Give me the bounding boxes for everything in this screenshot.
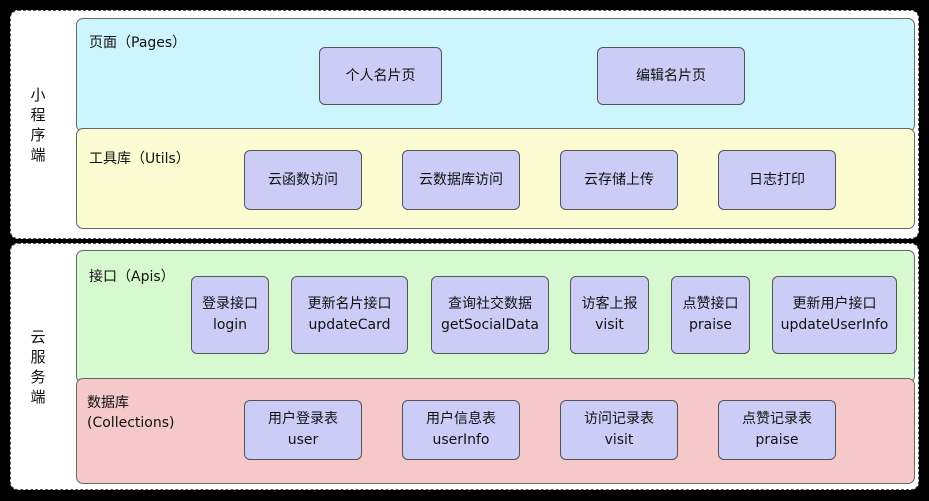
collections-layer-title: 数据库 (Collections) — [87, 395, 175, 431]
api-node-update-user-info: 更新用户接口 updateUserInfo — [772, 276, 897, 354]
client-label-char: 端 — [30, 145, 46, 164]
apis-layer: 接口（Apis） 登录接口 login 更新名片接口 updateCard 查询… — [76, 250, 915, 383]
collection-node-praise: 点赞记录表 praise — [718, 400, 836, 460]
cloud-label-char: 云 — [30, 327, 46, 346]
cloud-label-char: 务 — [30, 367, 46, 386]
collections-layer: 数据库 (Collections) 用户登录表 user 用户信息表 userI… — [76, 378, 915, 484]
client-label-char: 小 — [30, 85, 46, 104]
util-node-cloud-storage: 云存储上传 — [560, 150, 678, 210]
util-node-log-print: 日志打印 — [718, 150, 836, 210]
collection-node-visit: 访问记录表 visit — [560, 400, 678, 460]
util-node-cloud-database: 云数据库访问 — [402, 150, 520, 210]
apis-layer-title: 接口（Apis） — [89, 269, 175, 285]
cloud-label-char: 端 — [30, 387, 46, 406]
utils-layer-title: 工具库（Utils） — [89, 151, 190, 167]
api-node-visit: 访客上报 visit — [570, 276, 649, 354]
api-node-update-card: 更新名片接口 updateCard — [291, 276, 408, 354]
page-node-edit-card: 编辑名片页 — [597, 47, 745, 105]
api-node-login: 登录接口 login — [191, 276, 269, 354]
api-node-get-social-data: 查询社交数据 getSocialData — [431, 276, 549, 354]
client-side-label: 小 程 序 端 — [18, 10, 58, 239]
client-label-char: 程 — [30, 105, 46, 124]
utils-layer: 工具库（Utils） 云函数访问 云数据库访问 云存储上传 日志打印 — [76, 128, 915, 229]
collection-node-user-info: 用户信息表 userInfo — [402, 400, 520, 460]
cloud-label-char: 服 — [30, 347, 46, 366]
client-label-char: 序 — [30, 125, 46, 144]
pages-layer: 页面（Pages） 个人名片页 编辑名片页 — [76, 18, 915, 132]
collection-node-user: 用户登录表 user — [244, 400, 362, 460]
pages-layer-title: 页面（Pages） — [89, 35, 187, 51]
api-node-praise: 点赞接口 praise — [671, 276, 750, 354]
page-node-profile-card: 个人名片页 — [319, 47, 442, 105]
cloud-side-label: 云 服 务 端 — [18, 243, 58, 490]
util-node-cloud-function: 云函数访问 — [244, 150, 362, 210]
